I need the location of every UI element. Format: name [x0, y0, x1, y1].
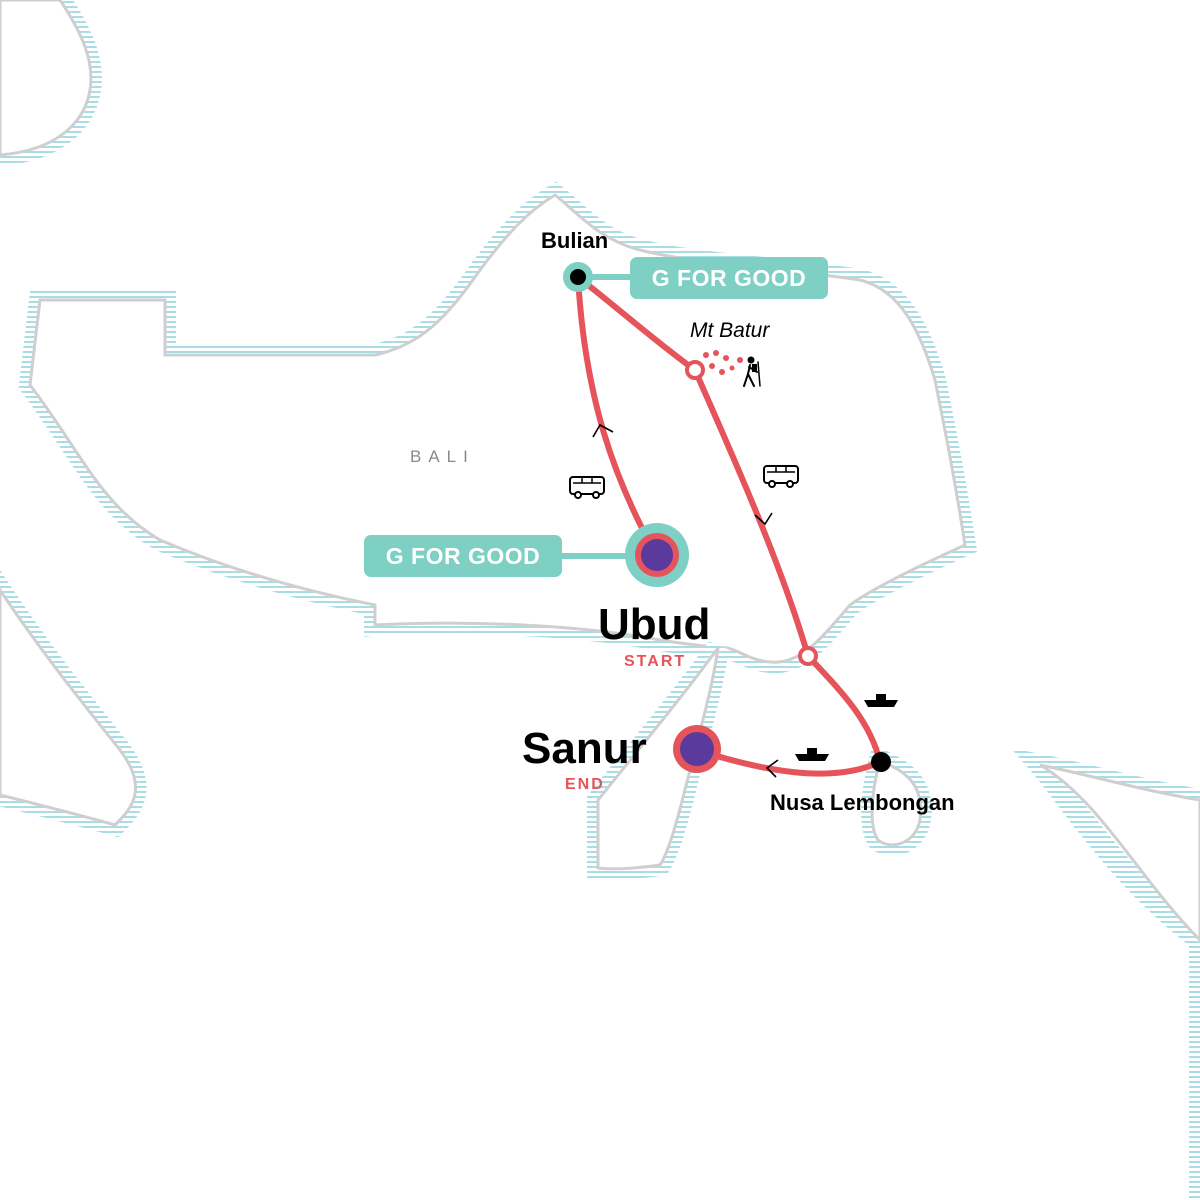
place-label-bulian: Bulian: [541, 228, 609, 253]
route-batur-stop: [692, 367, 811, 659]
direction-chevrons: [592, 423, 779, 778]
place-label-sanur: Sanur: [522, 724, 647, 773]
start-tag: START: [624, 653, 687, 670]
bus-icon: [763, 465, 799, 488]
g-for-good-badge-bulian[interactable]: G FOR GOOD: [630, 257, 828, 299]
chevron-icon: [754, 512, 773, 526]
volcano-icon: [703, 350, 743, 375]
place-label-mt-batur: Mt Batur: [690, 319, 770, 342]
chevron-icon: [765, 759, 779, 778]
place-label-nusa-lembongan: Nusa Lembongan: [770, 790, 955, 815]
chevron-icon: [592, 423, 614, 438]
region-label: BALI: [410, 447, 475, 466]
boat-icon: [864, 694, 898, 707]
route: [575, 274, 883, 777]
route-ubud-bulian: [575, 274, 658, 556]
route-stop-lembongan: [805, 653, 883, 765]
landmass-java-north: [0, 0, 102, 167]
route-lembongan-sanur: [694, 747, 883, 777]
place-label-ubud: Ubud: [598, 600, 711, 649]
marker-bulian[interactable]: [563, 262, 593, 292]
marker-nusa-lembongan[interactable]: [871, 752, 891, 772]
landmass-java-west: [0, 570, 147, 838]
route-bulian-batur: [575, 274, 698, 373]
landmass-lombok: [1010, 747, 1200, 1200]
hiker-icon: [743, 356, 761, 387]
landmass-nusa-lembongan: [861, 744, 932, 856]
g-for-good-badge-ubud[interactable]: G FOR GOOD: [364, 535, 562, 577]
marker-waypoint[interactable]: [798, 646, 818, 666]
end-tag: END: [565, 776, 605, 793]
marker-sanur-end[interactable]: [673, 725, 721, 773]
marker-ubud-start[interactable]: [625, 523, 689, 587]
marker-mt-batur[interactable]: [685, 360, 705, 380]
bus-icon: [569, 476, 605, 499]
landmass-bali: [18, 181, 978, 674]
boat-icon: [795, 748, 829, 761]
